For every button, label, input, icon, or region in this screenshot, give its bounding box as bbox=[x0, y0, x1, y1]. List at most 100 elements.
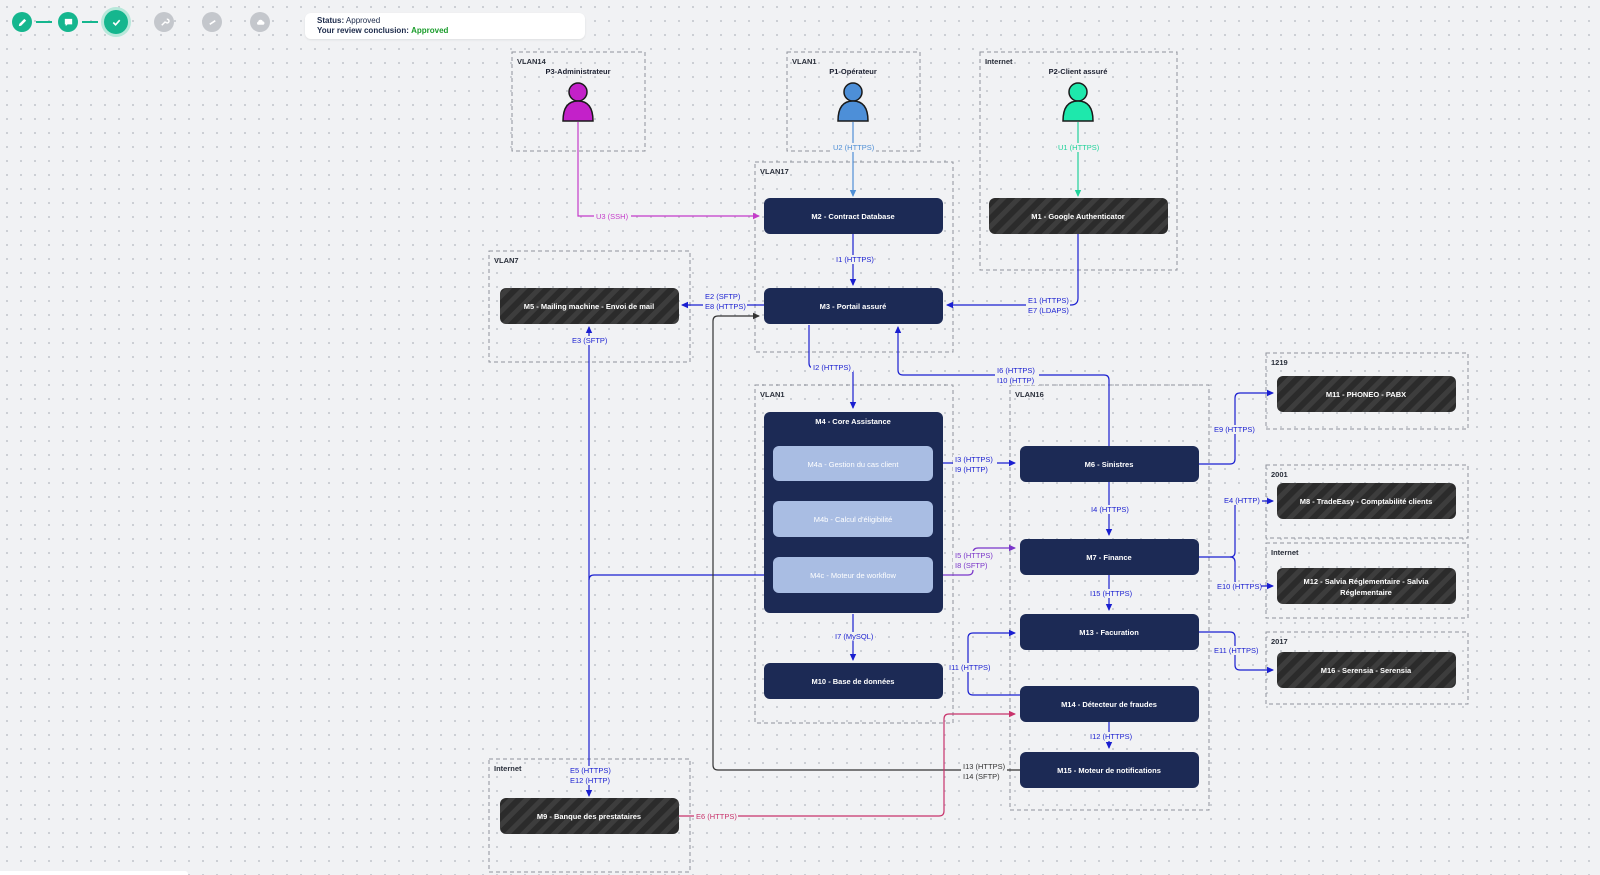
edge-i13-i14[interactable] bbox=[712, 312, 1020, 771]
edge-i15-label: I15 (HTTPS) bbox=[1090, 589, 1133, 598]
node-m4-label: M4 - Core Assistance bbox=[815, 417, 891, 426]
node-m6[interactable]: M6 - Sinistres bbox=[1020, 446, 1199, 482]
node-m12-label-line2: Réglementaire bbox=[1340, 588, 1392, 597]
node-m10-label: M10 - Base de données bbox=[812, 677, 895, 686]
zone-1219-title: 1219 bbox=[1271, 358, 1288, 367]
edge-e9-label: E9 (HTTPS) bbox=[1214, 425, 1255, 434]
step-connector bbox=[36, 21, 52, 23]
zone-vlan16-title: VLAN16 bbox=[1015, 390, 1044, 399]
edge-i2-label: I2 (HTTPS) bbox=[813, 363, 851, 372]
step-edit[interactable] bbox=[12, 12, 32, 32]
edge-i12-label: I12 (HTTPS) bbox=[1090, 732, 1133, 741]
edge-e6[interactable] bbox=[678, 710, 1016, 817]
node-m7[interactable]: M7 - Finance bbox=[1020, 539, 1199, 575]
edge-i10-label: I10 (HTTP) bbox=[997, 376, 1035, 385]
edge-e5-e12[interactable] bbox=[585, 574, 773, 797]
node-m4a-label: M4a - Gestion du cas client bbox=[808, 460, 900, 469]
zone-vlan17 bbox=[754, 161, 954, 353]
edge-e6-label: E6 (HTTPS) bbox=[696, 812, 737, 821]
actor-p2[interactable]: P2-Client assuré bbox=[1049, 67, 1108, 122]
zone-internet-top-title: Internet bbox=[985, 57, 1013, 66]
node-m3[interactable]: M3 - Portail assuré bbox=[764, 288, 943, 324]
node-m12[interactable]: M12 - Salvia Réglementaire - Salvia Régl… bbox=[1277, 568, 1456, 604]
node-m4c[interactable]: M4c - Moteur de workflow bbox=[773, 557, 933, 593]
node-m6-label: M6 - Sinistres bbox=[1085, 460, 1134, 469]
edge-i3-label: I3 (HTTPS) bbox=[955, 455, 993, 464]
node-m4c-label: M4c - Moteur de workflow bbox=[810, 571, 896, 580]
node-m15[interactable]: M15 - Moteur de notifications bbox=[1020, 752, 1199, 788]
zone-internet-right bbox=[1265, 542, 1469, 619]
status-label: Status: bbox=[317, 16, 345, 25]
node-m11[interactable]: M11 - PHONEO - PABX bbox=[1277, 376, 1456, 412]
check-icon bbox=[112, 19, 120, 26]
node-m14[interactable]: M14 - Détecteur de fraudes bbox=[1020, 686, 1199, 722]
status-row: Status: Approved bbox=[317, 16, 573, 26]
node-m8-label: M8 - TradeEasy - Comptabilité clients bbox=[1300, 497, 1433, 506]
node-m9-label: M9 - Banque des prestataires bbox=[537, 812, 641, 821]
node-m8[interactable]: M8 - TradeEasy - Comptabilité clients bbox=[1277, 483, 1456, 519]
zone-vlan7 bbox=[488, 250, 691, 363]
edge-i9-label: I9 (HTTP) bbox=[955, 465, 988, 474]
node-m14-label: M14 - Détecteur de fraudes bbox=[1061, 700, 1157, 709]
edge-e5-label: E5 (HTTPS) bbox=[570, 766, 611, 775]
node-m5[interactable]: M5 - Mailing machine - Envoi de mail bbox=[500, 288, 679, 324]
node-m13[interactable]: M13 - Facuration bbox=[1020, 614, 1199, 650]
status-value: Approved bbox=[345, 16, 381, 25]
actor-p3[interactable]: P3-Administrateur bbox=[545, 67, 611, 122]
node-m13-label: M13 - Facuration bbox=[1079, 628, 1139, 637]
step-deploy[interactable] bbox=[250, 12, 270, 32]
node-m10[interactable]: M10 - Base de données bbox=[764, 663, 943, 699]
edge-e11-label: E11 (HTTPS) bbox=[1214, 646, 1259, 655]
edge-e10-label: E10 (HTTPS) bbox=[1217, 582, 1263, 591]
node-m5-label: M5 - Mailing machine - Envoi de mail bbox=[524, 302, 654, 311]
node-m15-label: M15 - Moteur de notifications bbox=[1057, 766, 1161, 775]
edge-i13-label: I13 (HTTPS) bbox=[963, 762, 1006, 771]
edge-e8-label: E8 (HTTPS) bbox=[705, 302, 746, 311]
node-m9[interactable]: M9 - Banque des prestataires bbox=[500, 798, 679, 834]
node-m1[interactable]: M1 - Google Authenticator bbox=[989, 198, 1168, 234]
person-icon bbox=[1062, 82, 1094, 122]
edge-e4-label: E4 (HTTP) bbox=[1224, 496, 1260, 505]
node-m7-label: M7 - Finance bbox=[1086, 553, 1131, 562]
node-m12-label-line1: M12 - Salvia Réglementaire - Salvia bbox=[1303, 577, 1429, 586]
step-connect[interactable] bbox=[202, 12, 222, 32]
actor-p2-label: P2-Client assuré bbox=[1049, 67, 1108, 76]
review-status-card: Status: Approved Your review conclusion:… bbox=[305, 13, 585, 39]
actor-p1[interactable]: P1-Opérateur bbox=[829, 67, 877, 122]
node-m4b[interactable]: M4b - Calcul d'éligibilité bbox=[773, 501, 933, 537]
zone-internet-bottom-title: Internet bbox=[494, 764, 522, 773]
node-m4a[interactable]: M4a - Gestion du cas client bbox=[773, 446, 933, 481]
edge-u3[interactable] bbox=[577, 122, 760, 220]
node-m11-label: M11 - PHONEO - PABX bbox=[1326, 390, 1406, 399]
conclusion-row: Your review conclusion: Approved bbox=[317, 26, 573, 36]
step-configure[interactable] bbox=[154, 12, 174, 32]
edge-i14-label: I14 (SFTP) bbox=[963, 772, 1000, 781]
edge-i8-label: I8 (SFTP) bbox=[955, 561, 988, 570]
node-m16-label: M16 - Serensia - Serensia bbox=[1321, 666, 1412, 675]
edge-i7-label: I7 (MySQL) bbox=[835, 632, 874, 641]
edge-i6-label: I6 (HTTPS) bbox=[997, 366, 1035, 375]
link-icon bbox=[208, 19, 216, 25]
edge-i4-label: I4 (HTTPS) bbox=[1091, 505, 1129, 514]
step-review[interactable] bbox=[104, 10, 128, 34]
zone-2017-title: 2017 bbox=[1271, 637, 1288, 646]
zone-vlan17-title: VLAN17 bbox=[760, 167, 789, 176]
edge-e1-e7[interactable] bbox=[946, 234, 1079, 309]
edge-e2-label: E2 (SFTP) bbox=[705, 292, 741, 301]
conclusion-label: Your review conclusion: bbox=[317, 26, 409, 35]
node-m2[interactable]: M2 - Contract Database bbox=[764, 198, 943, 234]
zone-vlan14-title: VLAN14 bbox=[517, 57, 547, 66]
edge-e4[interactable] bbox=[1199, 497, 1274, 558]
zone-2017 bbox=[1265, 631, 1469, 705]
node-m16[interactable]: M16 - Serensia - Serensia bbox=[1277, 652, 1456, 688]
node-m4b-label: M4b - Calcul d'éligibilité bbox=[814, 515, 893, 524]
horizontal-scrollbar[interactable] bbox=[0, 871, 188, 875]
edge-u3-label: U3 (SSH) bbox=[596, 212, 629, 221]
actor-p3-label: P3-Administrateur bbox=[545, 67, 610, 76]
step-comment[interactable] bbox=[58, 12, 78, 32]
workflow-stepper bbox=[12, 10, 282, 34]
zone-2001-title: 2001 bbox=[1271, 470, 1288, 479]
person-icon bbox=[562, 82, 594, 122]
zone-vlan1-top-title: VLAN1 bbox=[792, 57, 817, 66]
